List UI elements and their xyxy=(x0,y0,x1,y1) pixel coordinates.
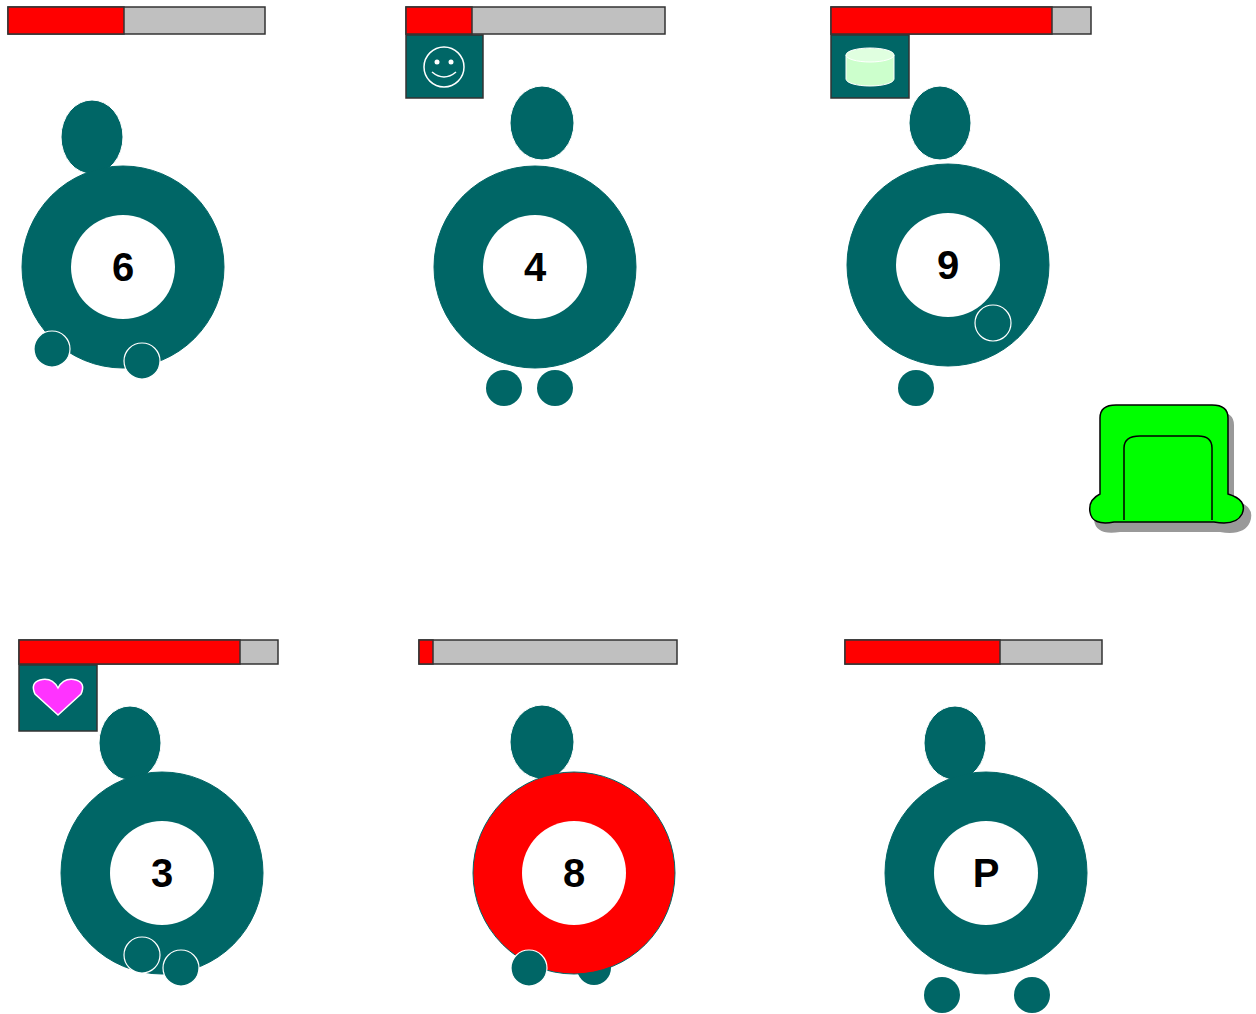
table-number: 4 xyxy=(524,245,546,290)
table-ring: P xyxy=(884,771,1088,975)
patience-bars xyxy=(8,7,1102,664)
table-ring: 9 xyxy=(846,163,1050,367)
table-number: 3 xyxy=(151,851,173,896)
table-ring: 4 xyxy=(433,165,637,369)
table-number: 9 xyxy=(937,243,959,288)
table-number: 6 xyxy=(112,245,134,290)
waiting-chair xyxy=(1090,405,1252,533)
table-number: 8 xyxy=(563,851,585,896)
order-icons xyxy=(19,35,909,731)
table-ring: 6 xyxy=(21,165,225,369)
table-ring: 3 xyxy=(60,771,264,975)
customer-heads xyxy=(61,86,986,780)
seat-dots xyxy=(486,370,1050,1013)
table-number: P xyxy=(973,851,1000,896)
table-ring: 8 xyxy=(472,771,676,975)
